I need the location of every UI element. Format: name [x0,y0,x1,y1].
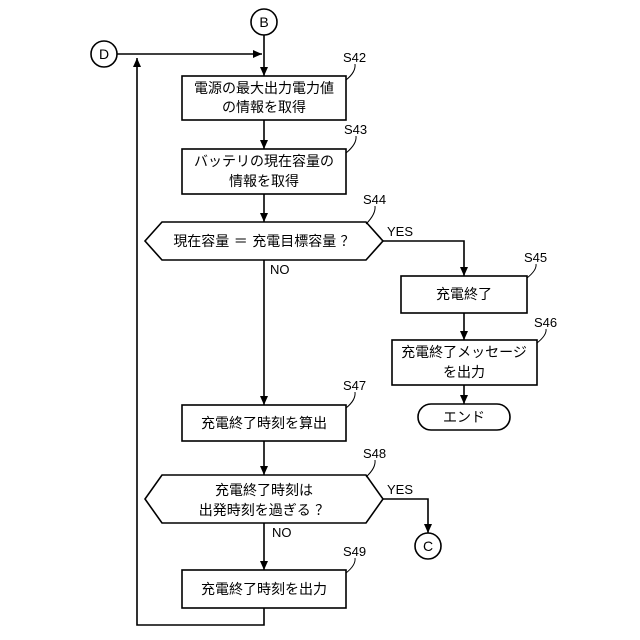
s48-text-2: 出発時刻を過ぎる ？ [199,503,329,519]
connector-b-label: B [259,14,268,30]
s43-label: S43 [344,122,367,137]
step-s47: 充電終了時刻を算出 S47 [182,378,366,441]
arrow-s48-yes [383,499,428,533]
s44-no-label: NO [270,262,290,277]
decision-s48: 充電終了時刻は 出発時刻を過ぎる ？ S48 YES NO [145,446,413,540]
s47-label: S47 [343,378,366,393]
s42-text-2: の情報を取得 [222,99,306,116]
connector-c-label: C [423,538,433,554]
s43-text-1: バッテリの現在容量の [194,153,334,170]
step-s46: 充電終了メッセージ を出力 S46 [392,315,557,385]
step-s43: バッテリの現在容量の 情報を取得 S43 [182,122,367,194]
s44-text: 現在容量 ＝ 充電目標容量 ？ [173,233,354,250]
arrow-s44-yes [383,241,464,276]
s48-text-1: 充電終了時刻は [215,483,313,499]
s46-label: S46 [534,315,557,330]
decision-s44: 現在容量 ＝ 充電目標容量 ？ S44 YES NO [145,192,413,277]
loop-back-line [137,58,264,625]
s42-text-1: 電源の最大出力電力値 [194,81,334,97]
connector-c: C [415,533,441,559]
s47-text: 充電終了時刻を算出 [201,416,327,432]
connector-d-label: D [99,46,109,62]
s49-label: S49 [343,544,366,559]
end-text: エンド [443,410,485,426]
step-s42: 電源の最大出力電力値 の情報を取得 S42 [182,50,366,120]
step-s45: 充電終了 S45 [401,250,547,313]
s48-no-label: NO [272,525,292,540]
s45-label: S45 [524,250,547,265]
s42-label: S42 [343,50,366,65]
connector-b: B [251,9,277,35]
s44-label: S44 [363,192,386,207]
s48-label: S48 [363,446,386,461]
s44-yes-label: YES [387,224,413,239]
s49-text: 充電終了時刻を出力 [201,582,327,598]
s46-text-2: を出力 [443,365,485,381]
end-terminator: エンド [418,404,510,430]
s48-yes-label: YES [387,482,413,497]
connector-d: D [91,41,117,67]
s46-text-1: 充電終了メッセージ [401,345,527,361]
s43-text-2: 情報を取得 [229,173,299,190]
s45-text: 充電終了 [436,287,492,303]
step-s49: 充電終了時刻を出力 S49 [182,544,366,608]
